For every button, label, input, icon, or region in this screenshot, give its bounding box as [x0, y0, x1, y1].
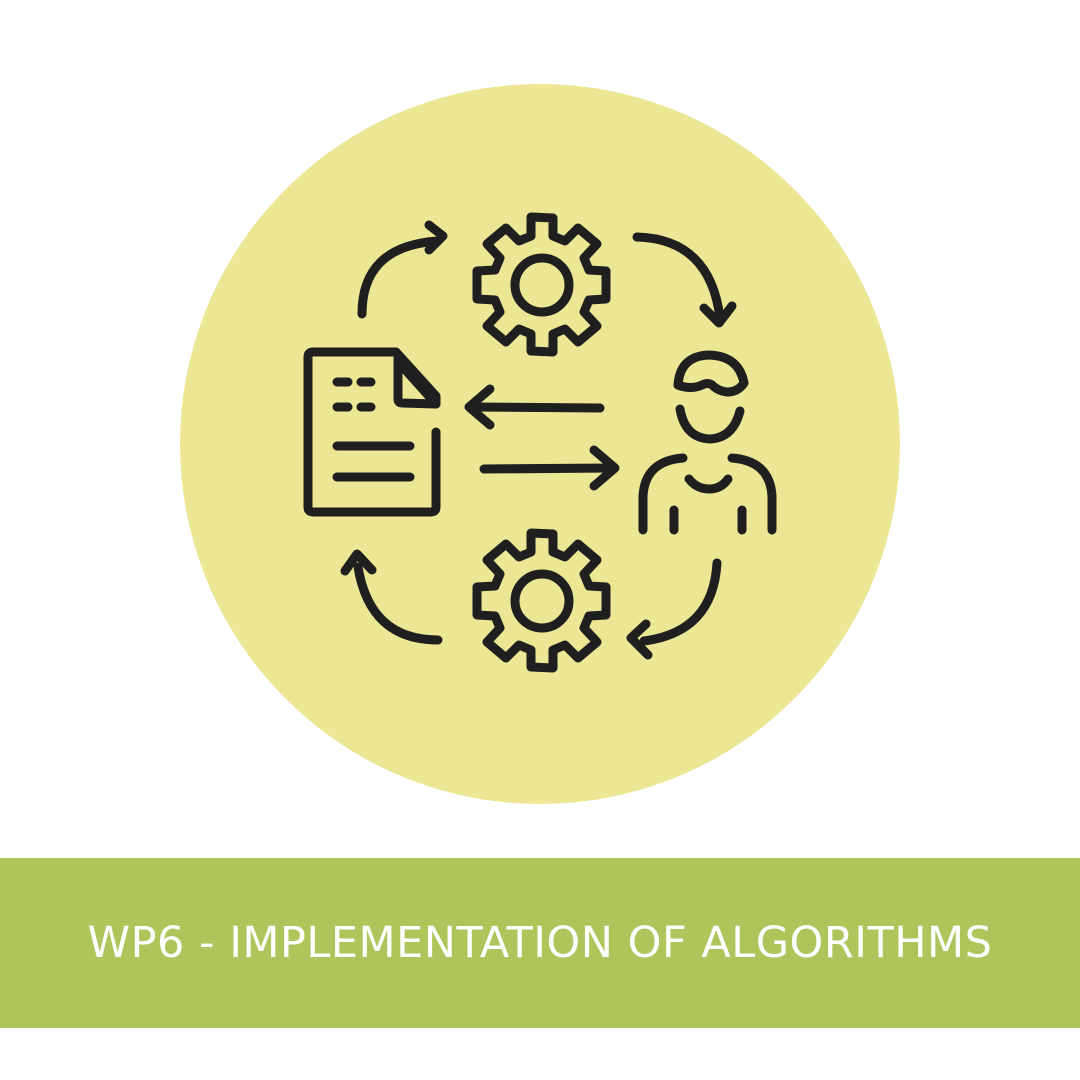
banner-title: WP6 - IMPLEMENTATION OF ALGORITHMS	[87, 918, 993, 968]
cycle-arrow-icon-bottom-left	[340, 549, 443, 645]
title-banner: WP6 - IMPLEMENTATION OF ALGORITHMS	[0, 858, 1080, 1028]
gear-icon-bottom	[472, 528, 611, 673]
background-circle	[180, 84, 900, 804]
exchange-arrows-icon	[464, 384, 620, 491]
person-icon	[638, 350, 777, 535]
cycle-arrow-icon-top-left	[357, 220, 448, 319]
document-icon	[303, 347, 441, 517]
cycle-arrow-icon-top-right	[632, 232, 737, 328]
gear-icon-top	[472, 212, 611, 357]
cycle-arrow-icon-bottom-right	[626, 558, 722, 660]
